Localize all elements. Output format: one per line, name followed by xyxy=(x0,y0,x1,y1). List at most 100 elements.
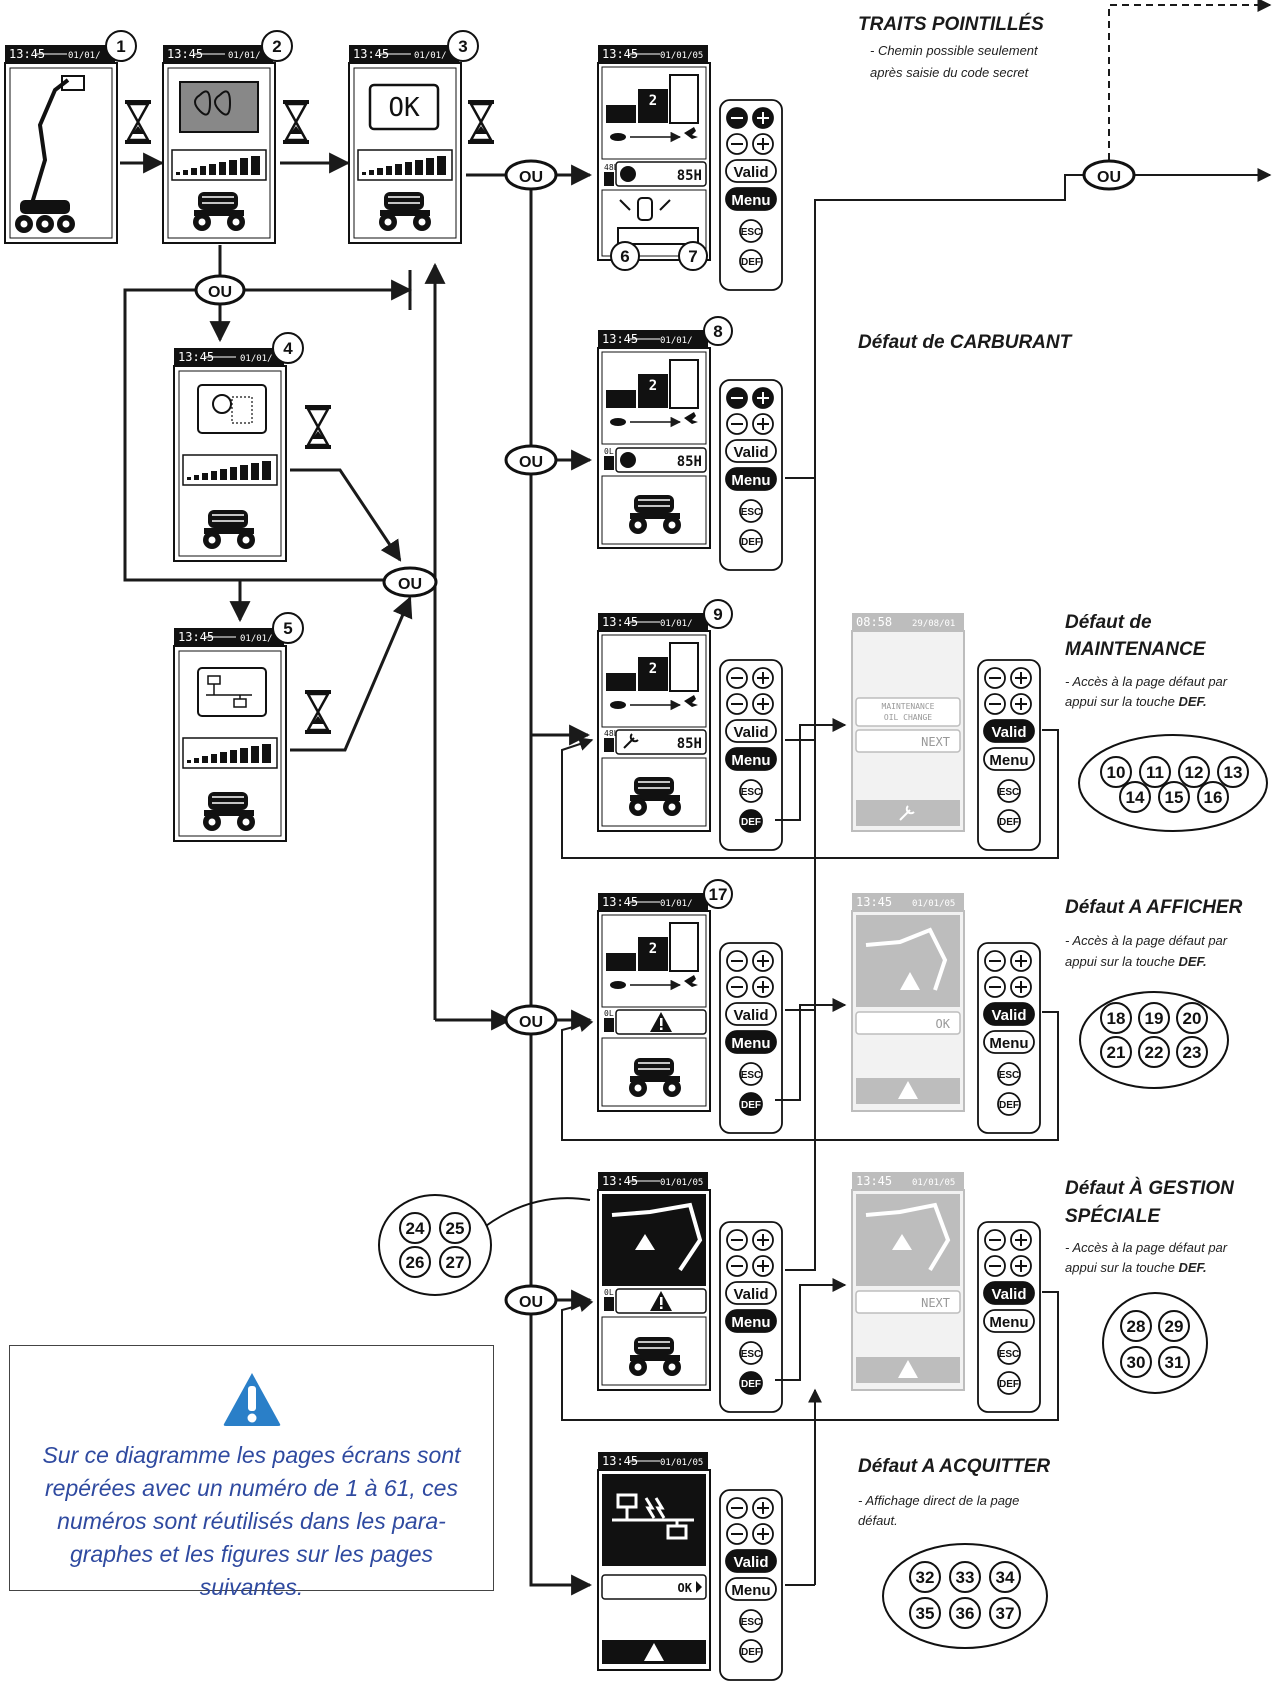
svg-text:8: 8 xyxy=(713,322,722,341)
screen-number-circle xyxy=(1197,781,1229,813)
keypad-acknowledge: Valid Menu ESC DEF xyxy=(719,1489,783,1681)
def-button[interactable]: DEF xyxy=(999,1379,1019,1390)
screen-number-circle xyxy=(1176,1002,1208,1034)
menu-button[interactable]: Menu xyxy=(731,1035,770,1052)
screen-number-circle xyxy=(949,1597,981,1629)
def-button[interactable]: DEF xyxy=(741,1647,761,1658)
svg-text:OU: OU xyxy=(519,169,543,186)
hourglass-icon xyxy=(123,98,153,146)
menu-button[interactable]: Menu xyxy=(731,192,770,209)
menu-button[interactable]: Menu xyxy=(989,752,1028,769)
valid-button[interactable]: Valid xyxy=(733,444,768,461)
hourglass-icon xyxy=(303,403,333,451)
menu-button[interactable]: Menu xyxy=(731,472,770,489)
svg-text:01/01/: 01/01/ xyxy=(414,51,447,61)
valid-button[interactable]: Valid xyxy=(733,1007,768,1024)
screen-number-circle xyxy=(399,1212,431,1244)
svg-text:OU: OU xyxy=(208,284,232,301)
esc-button[interactable]: ESC xyxy=(999,1349,1020,1360)
screen-number-circle xyxy=(1138,1002,1170,1034)
screen-number-circle xyxy=(1158,1310,1190,1342)
valid-button[interactable]: Valid xyxy=(991,724,1026,741)
def-button[interactable]: DEF xyxy=(999,1100,1019,1111)
or-node: OU xyxy=(504,1004,558,1036)
screen-number-circle xyxy=(989,1597,1021,1629)
esc-button[interactable]: ESC xyxy=(741,507,762,518)
valid-button[interactable]: Valid xyxy=(991,1286,1026,1303)
svg-text:01/01/05: 01/01/05 xyxy=(660,1178,703,1188)
svg-text:01/01/05: 01/01/05 xyxy=(912,1178,955,1188)
legend-fuel: Défaut de CARBURANT xyxy=(858,332,1073,353)
esc-button[interactable]: ESC xyxy=(999,1070,1020,1081)
svg-text:0L: 0L xyxy=(604,1009,614,1018)
svg-text:NEXT: NEXT xyxy=(921,735,950,749)
svg-text:9: 9 xyxy=(713,605,722,624)
screen-number-circle xyxy=(439,1212,471,1244)
esc-button[interactable]: ESC xyxy=(741,1070,762,1081)
svg-text:OK: OK xyxy=(678,1581,693,1595)
screen-2: 13:45 01/01/ 2 xyxy=(162,30,293,244)
svg-text:défaut.: défaut. xyxy=(858,1513,898,1528)
esc-button[interactable]: ESC xyxy=(999,787,1020,798)
screen-number-circle xyxy=(909,1561,941,1593)
svg-text:01/01/05: 01/01/05 xyxy=(660,51,703,61)
screen-17: 13:45 01/01/ 2 0L 17 xyxy=(597,879,733,1112)
screen-number-circle xyxy=(1139,756,1171,788)
screen-number: 15 xyxy=(1165,788,1184,807)
svg-text:OU: OU xyxy=(519,1294,543,1311)
or-node: OU xyxy=(1082,159,1136,191)
screen-number: 12 xyxy=(1185,763,1204,782)
svg-text:13:45: 13:45 xyxy=(856,895,892,909)
hourglass-icon xyxy=(303,688,333,736)
svg-text:01/01/: 01/01/ xyxy=(660,336,693,346)
warning-icon xyxy=(223,1373,280,1426)
menu-button[interactable]: Menu xyxy=(989,1314,1028,1331)
screen-number: 13 xyxy=(1224,763,1243,782)
screen-number: 10 xyxy=(1107,763,1126,782)
svg-text:0L: 0L xyxy=(604,447,614,456)
svg-text:85H: 85H xyxy=(677,736,702,752)
group-special-left xyxy=(378,1194,591,1296)
def-button[interactable]: DEF xyxy=(741,537,761,548)
svg-text:01/01/05: 01/01/05 xyxy=(660,1458,703,1468)
esc-button[interactable]: ESC xyxy=(741,1617,762,1628)
valid-button[interactable]: Valid xyxy=(733,1286,768,1303)
valid-button[interactable]: Valid xyxy=(991,1007,1026,1024)
screen-number: 23 xyxy=(1183,1043,1202,1062)
esc-button[interactable]: ESC xyxy=(741,227,762,238)
or-node: OU xyxy=(382,566,438,598)
network-icon xyxy=(206,675,252,708)
esc-button[interactable]: ESC xyxy=(741,787,762,798)
screen-number-circle xyxy=(399,1246,431,1278)
screen-number-circle xyxy=(1120,1346,1152,1378)
menu-button[interactable]: Menu xyxy=(989,1035,1028,1052)
svg-text:2: 2 xyxy=(649,941,657,957)
svg-text:01/01/: 01/01/ xyxy=(240,634,273,644)
hourglass-icon xyxy=(281,98,311,146)
valid-button[interactable]: Valid xyxy=(733,724,768,741)
menu-button[interactable]: Menu xyxy=(731,1314,770,1331)
keypad-special: Valid Menu ESC DEF xyxy=(719,1221,783,1413)
screen-number: 24 xyxy=(406,1219,425,1238)
svg-text:17: 17 xyxy=(709,885,728,904)
svg-text:- Affichage direct de la page: - Affichage direct de la page xyxy=(858,1493,1019,1508)
def-button[interactable]: DEF xyxy=(999,817,1019,828)
menu-button[interactable]: Menu xyxy=(731,1582,770,1599)
screen-number: 19 xyxy=(1145,1009,1164,1028)
def-button[interactable]: DEF xyxy=(741,1379,761,1390)
valid-button[interactable]: Valid xyxy=(733,1554,768,1571)
svg-text:13:45: 13:45 xyxy=(602,1174,638,1188)
keypad-fuel: Valid Menu ESC DEF xyxy=(719,379,783,571)
keypad-main: Valid Menu ESC DEF xyxy=(719,99,783,291)
svg-text:13:45: 13:45 xyxy=(856,1174,892,1188)
menu-button[interactable]: Menu xyxy=(731,752,770,769)
esc-button[interactable]: ESC xyxy=(741,1349,762,1360)
screen-number: 1 xyxy=(116,37,125,56)
def-button[interactable]: DEF xyxy=(741,817,761,828)
valid-button[interactable]: Valid xyxy=(733,164,768,181)
screen-special: 13:45 01/01/05 0L xyxy=(597,1171,711,1391)
svg-text:TRAITS POINTILLÉS: TRAITS POINTILLÉS xyxy=(858,13,1044,35)
svg-text:13:45: 13:45 xyxy=(178,350,214,364)
def-button[interactable]: DEF xyxy=(741,1100,761,1111)
def-button[interactable]: DEF xyxy=(741,257,761,268)
